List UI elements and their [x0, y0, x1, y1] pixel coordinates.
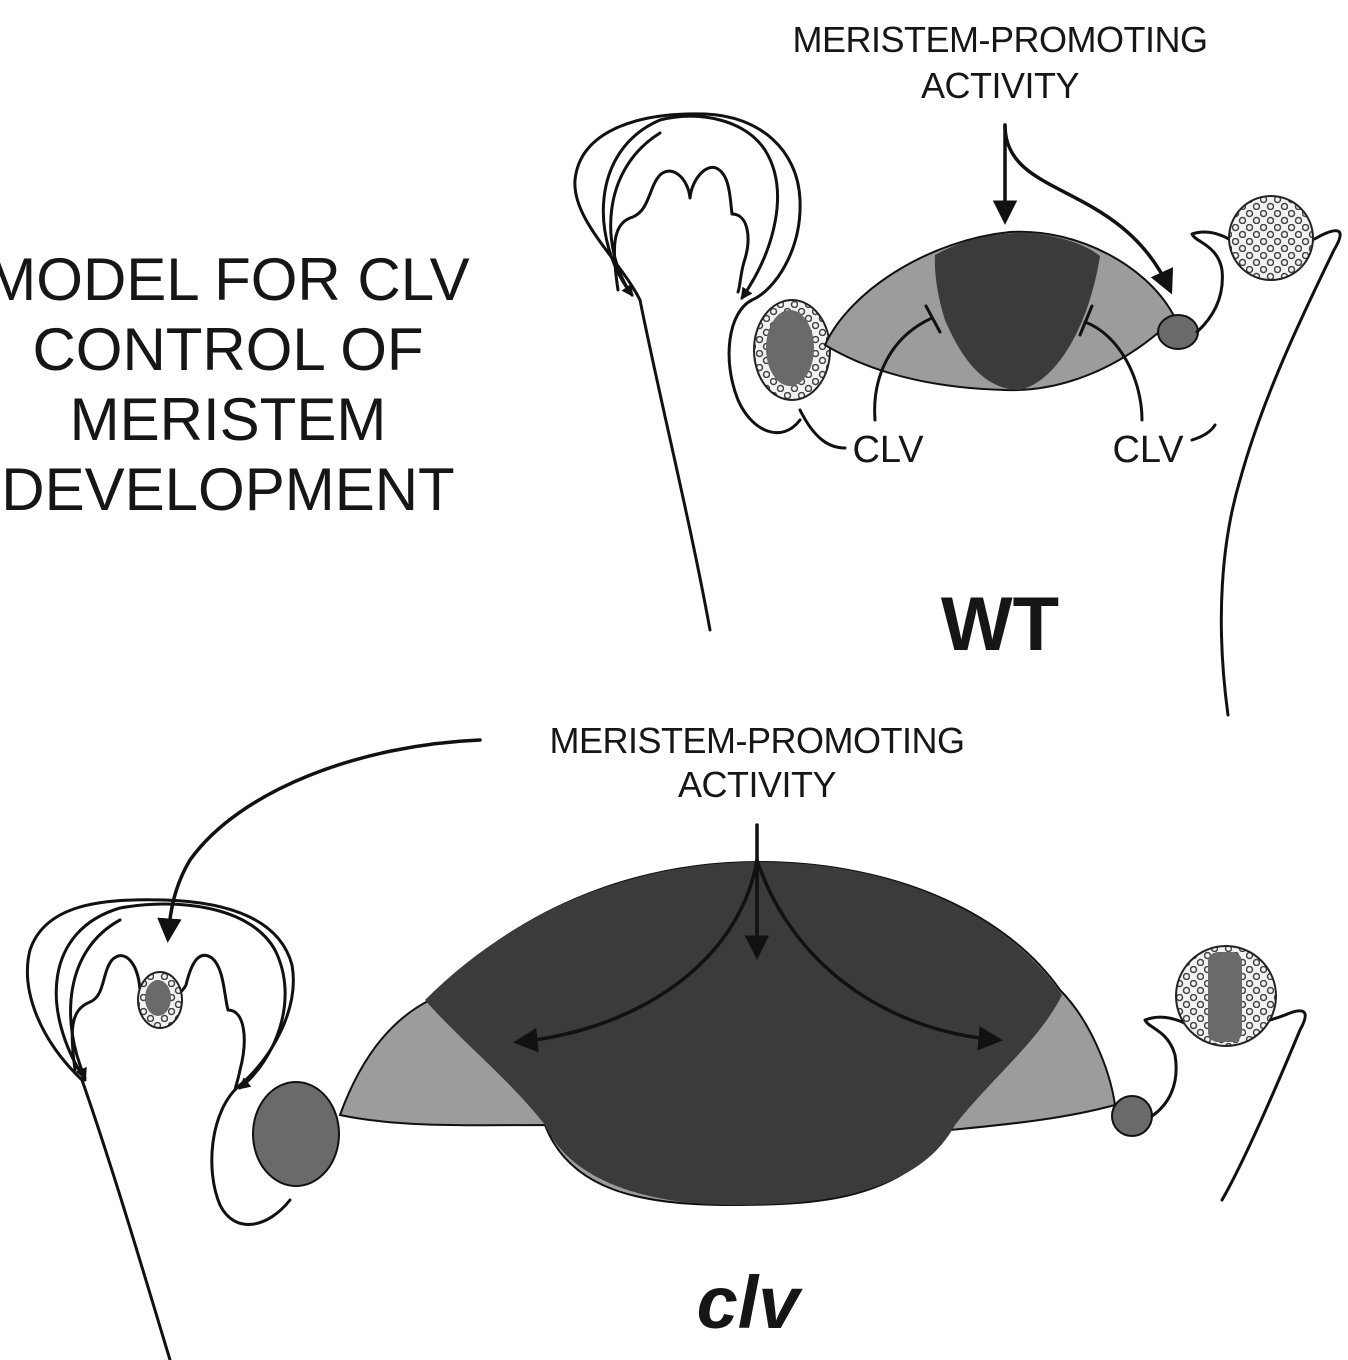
title-line-2: CONTROL OF [32, 316, 423, 383]
title-line-1: MODEL FOR CLV [0, 246, 470, 313]
clv-panel-label: clv [697, 1261, 804, 1344]
wt-right-stem-outline [1192, 231, 1340, 715]
clv-panel: MERISTEM-PROMOTING ACTIVITY clv [27, 720, 1305, 1360]
clv-promoting-activity-line1: MERISTEM-PROMOTING [550, 720, 965, 761]
wt-panel-label: WT [941, 582, 1059, 667]
wt-clv-left-leader [800, 410, 845, 448]
wt-left-bud [614, 167, 748, 292]
wt-left-stem-line [640, 300, 710, 630]
clv-meristem-central-zone [425, 862, 1062, 1205]
diagram-title: MODEL FOR CLV CONTROL OF MERISTEM DEVELO… [0, 246, 470, 523]
wt-panel: MERISTEM-PROMOTING ACTIVITY CLV CLV WT [575, 19, 1340, 715]
wt-promoting-activity-line1: MERISTEM-PROMOTING [793, 19, 1208, 60]
clv-right-primordium [1112, 1096, 1152, 1136]
title-line-3: MERISTEM [70, 386, 387, 453]
clv-left-bud-core [145, 980, 171, 1016]
wt-clv-left-label: CLV [852, 429, 924, 471]
clv-right-flower-core [1208, 952, 1242, 1042]
title-line-4: DEVELOPMENT [1, 456, 454, 523]
wt-right-flower-stippled [1229, 196, 1313, 280]
wt-clv-right-label: CLV [1112, 429, 1184, 471]
wt-right-primordium [1158, 315, 1198, 349]
wt-promoting-activity-line2: ACTIVITY [921, 65, 1080, 106]
clv-promoting-activity-line2: ACTIVITY [678, 764, 837, 805]
wt-left-sepal-arc-1 [603, 116, 777, 298]
wt-left-primordium-core [766, 310, 814, 386]
clv-left-stem-line [82, 1080, 170, 1360]
clv-left-primordium [253, 1082, 339, 1186]
wt-clv-right-leader [1192, 425, 1215, 440]
